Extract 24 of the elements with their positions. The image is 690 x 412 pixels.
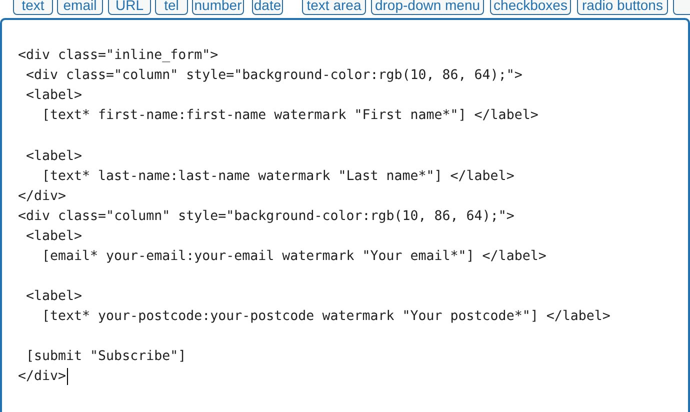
tag-button: text — [13, 0, 53, 15]
tag-button: text area — [302, 0, 366, 15]
code-line: [submit "Subscribe"] — [26, 348, 186, 365]
tag-button: URL — [108, 0, 151, 15]
tag-button: number — [192, 0, 244, 15]
tag-button: checkboxes — [490, 0, 571, 15]
code-line: </div> — [18, 368, 66, 385]
code-line: <label> — [26, 87, 82, 104]
code-line: <div class="inline_form"> — [18, 47, 218, 64]
code-line: <label> — [26, 288, 82, 305]
tag-button: date — [252, 0, 283, 15]
tag-button: drop-down menu — [371, 0, 484, 15]
code-line: [text* last-name:last-name watermark "Last name*"] </label> — [42, 168, 514, 185]
code-line: <div class="column" style="background-color:rgb(10, 86, 64);"> — [26, 67, 522, 84]
code-line: [text* first-name:first-name watermark "First name*"] </label> — [42, 107, 538, 124]
code-line: <div class="column" style="background-color:rgb(10, 86, 64);"> — [18, 208, 514, 225]
tag-button: radio buttons — [577, 0, 668, 15]
tag-button: tel — [155, 0, 188, 15]
code-line: [email* your-email:your-email watermark "Your email*"] </label> — [42, 248, 546, 265]
code-line: </div> — [18, 188, 66, 205]
code-line: <label> — [26, 148, 82, 165]
code-line: <label> — [26, 228, 82, 245]
code-line: [text* your-postcode:your-postcode watermark "Your postcode*"] </label> — [42, 308, 610, 325]
tag-button: email — [57, 0, 103, 15]
